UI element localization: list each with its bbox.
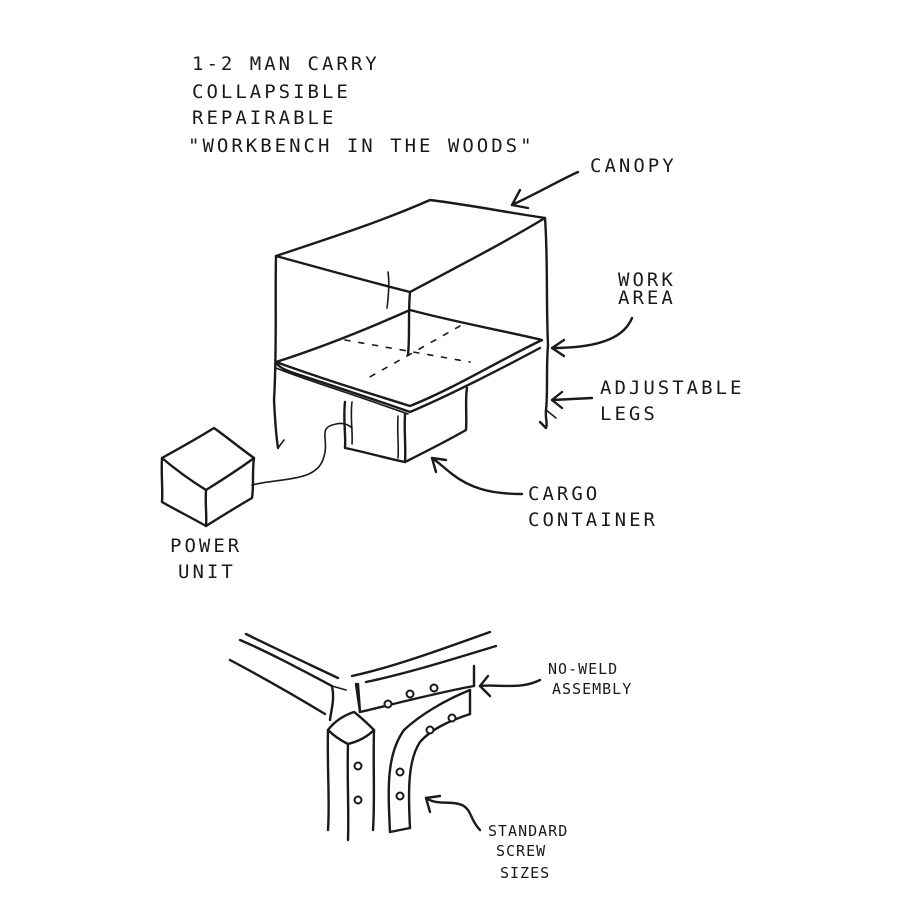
- power-unit: [162, 423, 352, 526]
- power-unit-left: [162, 458, 206, 526]
- label-sizes: SIZES: [500, 864, 550, 882]
- vertical-post: [328, 712, 374, 744]
- label-standard: STANDARD: [488, 822, 568, 840]
- note-carry: 1-2 MAN CARRY: [192, 53, 380, 75]
- table-edge: [276, 348, 540, 412]
- cargo-arrow: [432, 458, 522, 494]
- label-container: CONTAINER: [528, 509, 658, 531]
- part-labels: CANOPY WORK AREA ADJUSTABLE LEGS CARGO C…: [170, 155, 744, 882]
- beam-left: [240, 640, 333, 720]
- canopy-post-right: [545, 218, 548, 410]
- power-cable: [252, 423, 352, 485]
- canopy-top: [276, 200, 545, 292]
- canopy-post-front: [408, 292, 410, 355]
- canopy-arrow: [512, 172, 578, 205]
- joint-detail: [230, 632, 496, 840]
- label-unit: UNIT: [178, 561, 236, 583]
- legs-arrow: [552, 398, 592, 400]
- leg-end: [540, 410, 547, 428]
- no-weld-arrow: [480, 680, 540, 686]
- label-cargo: CARGO: [528, 483, 600, 505]
- power-unit-front: [206, 458, 254, 526]
- note-repairable: REPAIRABLE: [192, 107, 336, 129]
- design-notes: 1-2 MAN CARRY COLLAPSIBLE REPAIRABLE "WO…: [188, 53, 535, 157]
- label-power: POWER: [170, 535, 242, 557]
- label-canopy: CANOPY: [590, 155, 677, 177]
- label-screw: SCREW: [496, 842, 546, 860]
- power-unit-top: [162, 428, 254, 490]
- label-assembly: ASSEMBLY: [552, 680, 632, 698]
- canopy-post-front-left: [274, 256, 278, 448]
- label-no-weld: NO-WELD: [548, 660, 618, 678]
- label-adjustable: ADJUSTABLE: [600, 377, 744, 399]
- screw-arrow: [426, 798, 480, 830]
- work-area-arrow: [552, 318, 632, 348]
- label-area: AREA: [618, 287, 676, 309]
- label-legs: LEGS: [600, 403, 658, 425]
- note-collapsible: COLLAPSIBLE: [192, 81, 351, 103]
- note-workbench: "WORKBENCH IN THE WOODS": [188, 135, 535, 157]
